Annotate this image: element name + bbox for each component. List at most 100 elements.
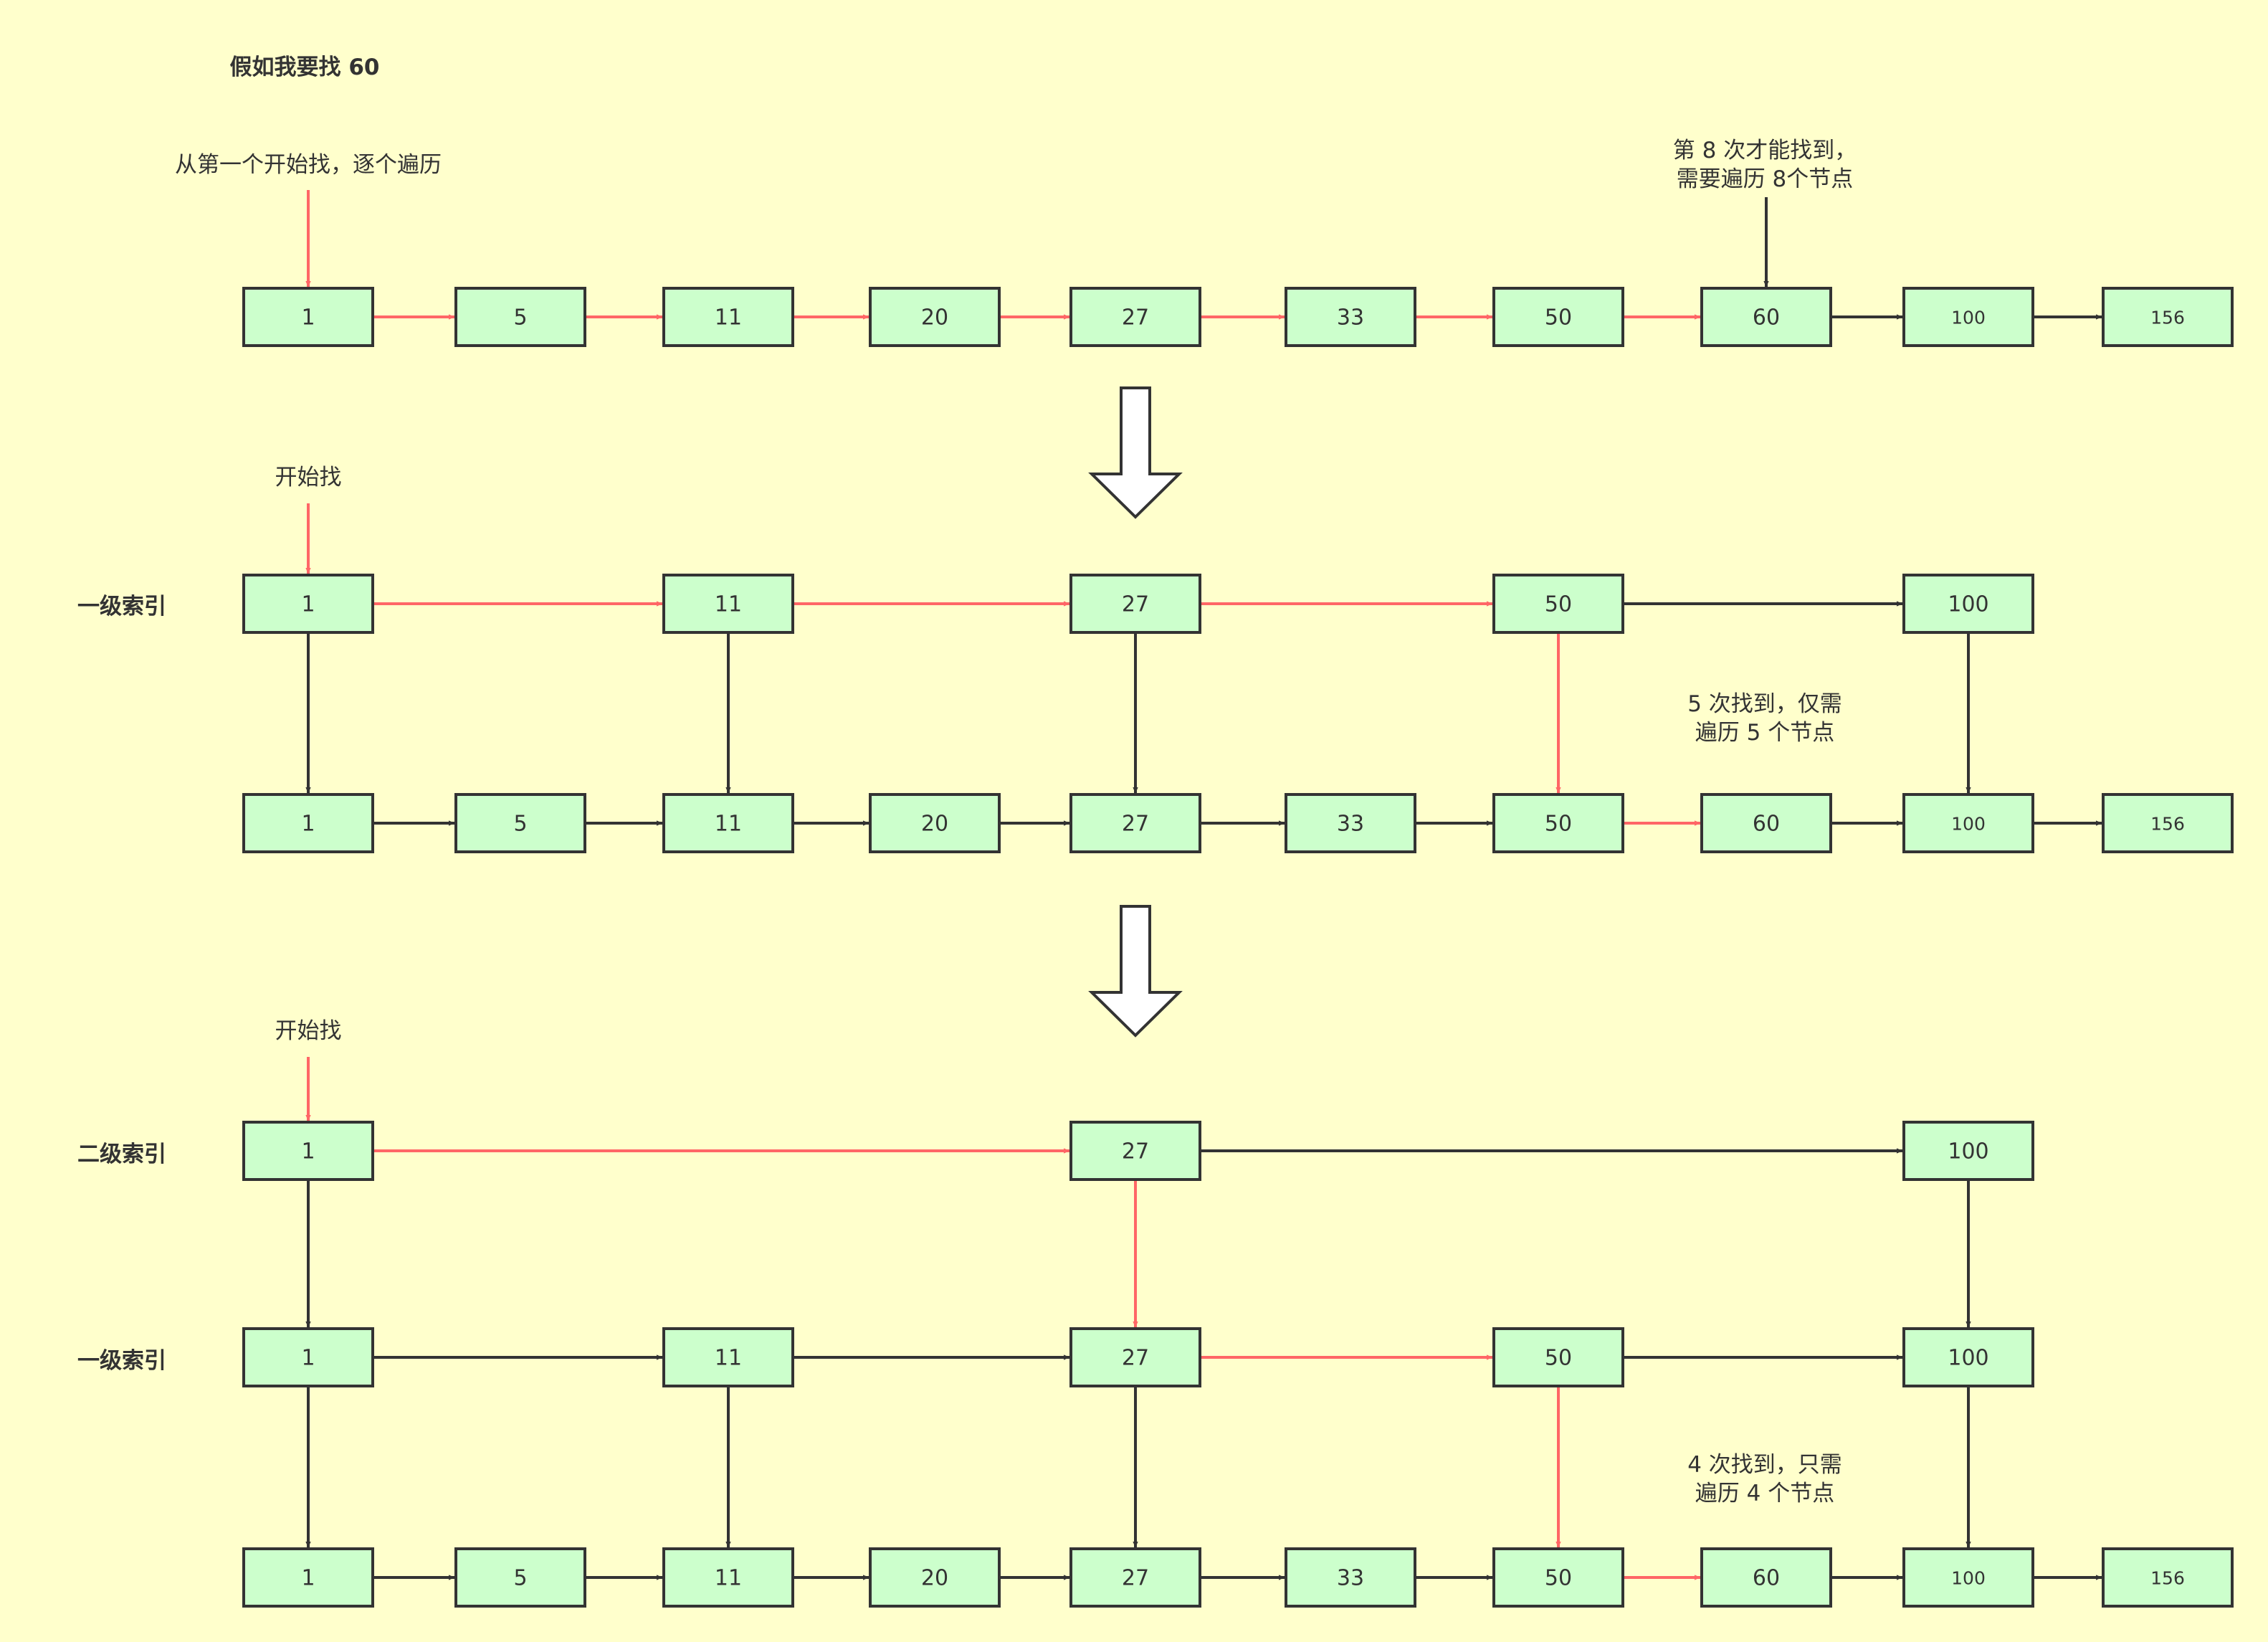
s3-level1-node-2: 27 <box>1069 1327 1201 1387</box>
section2-level1-label: 一级索引 <box>77 594 166 620</box>
section3-level1-label: 一级索引 <box>77 1348 166 1374</box>
s1-node-5-box <box>1285 287 1416 347</box>
s1-node-6: 50 <box>1492 287 1624 347</box>
s3-level1-node-2-value: 27 <box>1122 1346 1149 1371</box>
s3-base-node-5-value: 33 <box>1337 1566 1364 1591</box>
s3-base-node-0: 1 <box>242 1547 374 1608</box>
s1-node-4: 27 <box>1069 287 1201 347</box>
s3-base-node-6-value: 50 <box>1545 1566 1572 1591</box>
s3-level2-node-0-box <box>242 1121 374 1181</box>
s2-base-node-8-box <box>1902 793 2034 853</box>
s2-base-node-2-value: 11 <box>715 812 742 837</box>
s2-level1-node-1-value: 11 <box>715 592 742 617</box>
s3-base-node-3-value: 20 <box>921 1566 948 1591</box>
s3-level2-node-2-box <box>1902 1121 2034 1181</box>
section3-result-label-line2: 遍历 4 个节点 <box>1695 1481 1834 1506</box>
section1-start-label: 从第一个开始找，逐个遍历 <box>175 152 442 178</box>
s2-base-node-0-value: 1 <box>301 812 315 837</box>
s1-node-9-box <box>2102 287 2234 347</box>
s3-base-node-4-value: 27 <box>1122 1566 1149 1591</box>
s3-level1-node-3-value: 50 <box>1545 1346 1572 1371</box>
s1-node-2: 11 <box>662 287 794 347</box>
s3-level1-node-0-value: 1 <box>301 1346 315 1371</box>
s2-base-node-3-box <box>869 793 1001 853</box>
s1-node-5: 33 <box>1285 287 1416 347</box>
s3-level1-node-4-box <box>1902 1327 2034 1387</box>
s2-base-node-6-box <box>1492 793 1624 853</box>
s3-base-node-1-value: 5 <box>513 1566 527 1591</box>
s1-node-3-box <box>869 287 1001 347</box>
s2-base-node-0: 1 <box>242 793 374 853</box>
s3-level2-node-1: 27 <box>1069 1121 1201 1181</box>
s3-base-node-5: 33 <box>1285 1547 1416 1608</box>
s3-base-node-1-box <box>454 1547 586 1608</box>
s2-base-node-5-value: 33 <box>1337 812 1364 837</box>
s3-level1-node-1-box <box>662 1327 794 1387</box>
s3-level1-node-0-box <box>242 1327 374 1387</box>
s2-level1-node-3-value: 50 <box>1545 592 1572 617</box>
s1-node-4-value: 27 <box>1122 305 1149 331</box>
s1-node-4-box <box>1069 287 1201 347</box>
s1-node-1-value: 5 <box>513 305 527 331</box>
s3-level1-node-3: 50 <box>1492 1327 1624 1387</box>
s3-base-node-3: 20 <box>869 1547 1001 1608</box>
s1-node-7: 60 <box>1700 287 1832 347</box>
s3-base-node-7: 60 <box>1700 1547 1832 1608</box>
s2-base-node-6: 50 <box>1492 793 1624 853</box>
s3-level1-node-1: 11 <box>662 1327 794 1387</box>
section1-result-label-line1: 第 8 次才能找到， <box>1673 138 1857 163</box>
s2-base-node-3-value: 20 <box>921 812 948 837</box>
s2-level1-node-4: 100 <box>1902 574 2034 634</box>
s1-node-6-value: 50 <box>1545 305 1572 331</box>
s2-base-node-1-box <box>454 793 586 853</box>
s1-node-5-value: 33 <box>1337 305 1364 331</box>
s2-level1-node-2: 27 <box>1069 574 1201 634</box>
s2-level1-node-2-box <box>1069 574 1201 634</box>
s1-node-2-box <box>662 287 794 347</box>
s2-base-node-4-box <box>1069 793 1201 853</box>
s2-base-node-5: 33 <box>1285 793 1416 853</box>
s2-base-node-6-value: 50 <box>1545 812 1572 837</box>
s3-base-node-9-value: 156 <box>2150 1568 2185 1589</box>
s2-base-node-7-value: 60 <box>1753 812 1780 837</box>
s3-base-node-2-value: 11 <box>715 1566 742 1591</box>
s2-base-node-8: 100 <box>1902 793 2034 853</box>
s1-node-6-box <box>1492 287 1624 347</box>
section3-result-label-line1: 4 次找到，只需 <box>1687 1452 1842 1478</box>
s2-level1-node-0-value: 1 <box>301 592 315 617</box>
s1-node-0-box <box>242 287 374 347</box>
s3-base-node-7-value: 60 <box>1753 1566 1780 1591</box>
s2-level1-node-0-box <box>242 574 374 634</box>
section2-start-label: 开始找 <box>275 465 342 490</box>
diagram-title: 假如我要找 60 <box>230 54 380 80</box>
s1-node-0: 1 <box>242 287 374 347</box>
s1-node-8-value: 100 <box>1951 308 1986 328</box>
s2-base-node-0-box <box>242 793 374 853</box>
s3-level1-node-1-value: 11 <box>715 1346 742 1371</box>
section2-result-label-line2: 遍历 5 个节点 <box>1695 720 1834 746</box>
s3-level1-node-0: 1 <box>242 1327 374 1387</box>
s3-level2-node-2-value: 100 <box>1948 1139 1988 1164</box>
s2-level1-node-2-value: 27 <box>1122 592 1149 617</box>
section2-result-label-line1: 5 次找到，仅需 <box>1687 691 1842 717</box>
s3-base-node-4: 27 <box>1069 1547 1201 1608</box>
s3-base-node-2-box <box>662 1547 794 1608</box>
section3-start-label: 开始找 <box>275 1018 342 1044</box>
s2-base-node-7: 60 <box>1700 793 1832 853</box>
s3-base-node-0-box <box>242 1547 374 1608</box>
s3-level2-node-1-value: 27 <box>1122 1139 1149 1164</box>
s3-base-node-0-value: 1 <box>301 1566 315 1591</box>
s1-node-3-value: 20 <box>921 305 948 331</box>
s1-node-9-value: 156 <box>2150 308 2185 328</box>
s3-base-node-2: 11 <box>662 1547 794 1608</box>
section1-result-label-line2: 需要遍历 8个节点 <box>1677 166 1854 192</box>
s3-base-node-9-box <box>2102 1547 2234 1608</box>
s2-base-node-9-box <box>2102 793 2234 853</box>
s2-base-node-7-box <box>1700 793 1832 853</box>
s3-base-node-6-box <box>1492 1547 1624 1608</box>
s3-level2-node-0-value: 1 <box>301 1139 315 1164</box>
transition-down-arrow-2 <box>1088 905 1183 1038</box>
section3-level2-label: 二级索引 <box>77 1142 166 1167</box>
s3-level2-node-2: 100 <box>1902 1121 2034 1181</box>
